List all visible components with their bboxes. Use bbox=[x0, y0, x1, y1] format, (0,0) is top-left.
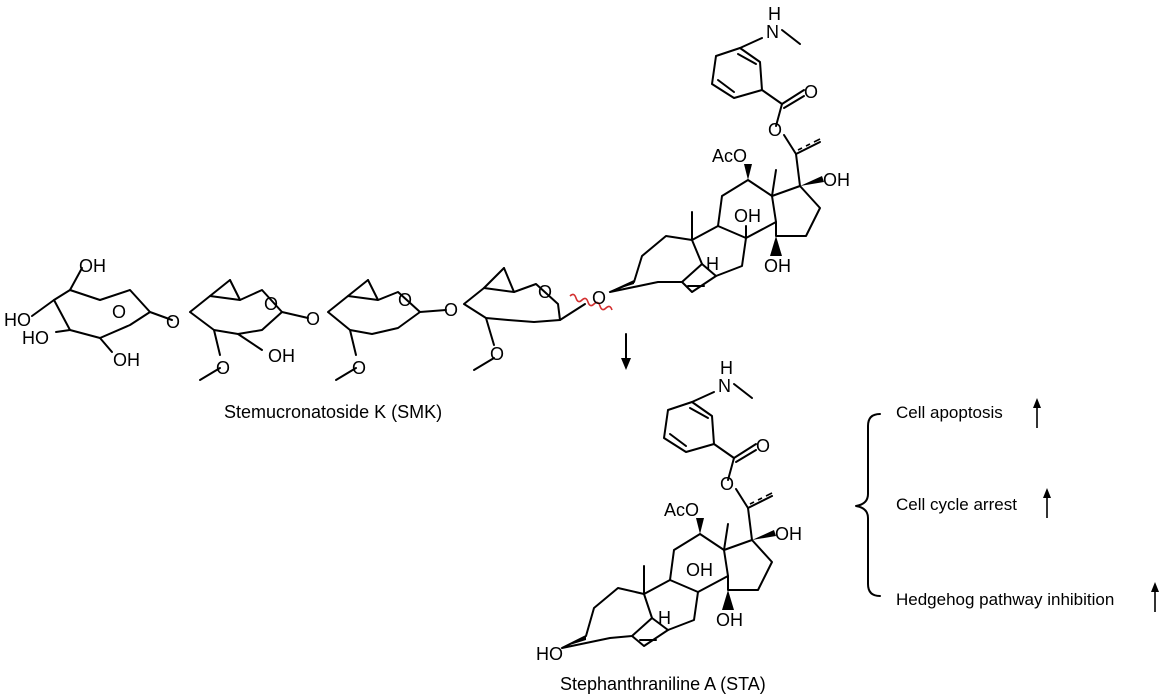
up-arrow-icon bbox=[1151, 582, 1159, 612]
ring-oxygen-label: O bbox=[264, 294, 278, 314]
ester-oxygen-label: O bbox=[768, 120, 782, 140]
effects-brace bbox=[855, 413, 881, 597]
sta-structure: AcO OH OH H OH HO O O H N bbox=[536, 358, 802, 664]
oh-label: OH bbox=[775, 524, 802, 544]
transformation-arrow bbox=[621, 333, 631, 370]
amine-nitrogen-label: N bbox=[718, 376, 731, 396]
oh-label: OH bbox=[716, 610, 743, 630]
oh-label: OH bbox=[823, 170, 850, 190]
up-arrow-icon bbox=[1033, 398, 1041, 428]
glycosidic-oxygen-label: O bbox=[306, 309, 320, 329]
methoxy-oxygen-label: O bbox=[216, 358, 230, 378]
up-arrow-icon bbox=[1043, 488, 1051, 518]
amine-hydrogen-label: H bbox=[720, 358, 733, 378]
ring-hydrogen-label: H bbox=[706, 254, 719, 274]
oh-label: OH bbox=[734, 206, 761, 226]
oh-label: OH bbox=[268, 346, 295, 366]
effect-label: Cell apoptosis bbox=[896, 403, 1003, 422]
sugar-chain: OH HO HO OH O O O OH O O O O O O O O bbox=[4, 256, 613, 381]
glycosidic-oxygen-label: O bbox=[166, 312, 180, 332]
smk-caption: Stemucronatoside K (SMK) bbox=[224, 402, 442, 422]
carbonyl-oxygen-label: O bbox=[756, 436, 770, 456]
ho-label: HO bbox=[22, 328, 49, 348]
methoxy-oxygen-label: O bbox=[352, 358, 366, 378]
effect-label: Hedgehog pathway inhibition bbox=[896, 590, 1114, 609]
amine-hydrogen-label: H bbox=[768, 4, 781, 24]
oh-label: OH bbox=[79, 256, 106, 276]
effects-list: Cell apoptosis Cell cycle arrest Hedgeho… bbox=[896, 403, 1114, 609]
ho-label: HO bbox=[536, 644, 563, 664]
ester-oxygen-label: O bbox=[720, 474, 734, 494]
carbonyl-oxygen-label: O bbox=[804, 82, 818, 102]
ring-oxygen-label: O bbox=[398, 290, 412, 310]
aglycone-oxygen-label: O bbox=[592, 288, 606, 308]
ring-oxygen-label: O bbox=[112, 302, 126, 322]
smk-aglycone: AcO OH OH H OH O O H N bbox=[608, 4, 850, 293]
sta-caption: Stephanthraniline A (STA) bbox=[560, 674, 766, 694]
glycosidic-oxygen-label: O bbox=[444, 300, 458, 320]
oh-label: OH bbox=[764, 256, 791, 276]
acetoxy-label: AcO bbox=[712, 146, 747, 166]
amine-nitrogen-label: N bbox=[766, 22, 779, 42]
ring-oxygen-label: O bbox=[538, 282, 552, 302]
methoxy-oxygen-label: O bbox=[490, 344, 504, 364]
ring-hydrogen-label: H bbox=[658, 608, 671, 628]
cleavage-bond bbox=[569, 293, 613, 311]
oh-label: OH bbox=[113, 350, 140, 370]
effect-label: Cell cycle arrest bbox=[896, 495, 1017, 514]
oh-label: OH bbox=[686, 560, 713, 580]
acetoxy-label: AcO bbox=[664, 500, 699, 520]
ho-label: HO bbox=[4, 310, 31, 330]
